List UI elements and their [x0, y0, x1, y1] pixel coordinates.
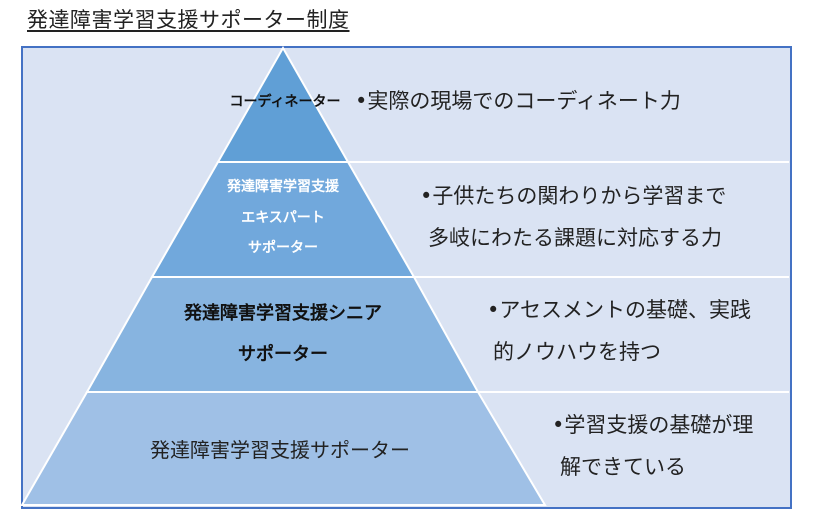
tier-4-name: 発達障害学習支援サポーター [150, 438, 410, 462]
tier-4-description-line: •学習支援の基礎が理 [552, 413, 754, 437]
tier-3-shape [85, 276, 480, 393]
tier-2-name-line: サポーター [248, 240, 318, 256]
tier-3-description-line: 的ノウハウを持つ [493, 340, 661, 364]
tier-2-description-line: 多岐にわたる課題に対応する力 [428, 226, 722, 250]
tier-3-description-line: •アセスメントの基礎、実践 [487, 298, 751, 322]
tier-2-name-line: エキスパート [241, 210, 325, 226]
tier-2-description-line: •子供たちの関わりから学習まで [420, 184, 727, 208]
tier-4-description-line: 解できている [560, 455, 686, 479]
tier-2-name-line: 発達障害学習支援 [227, 179, 339, 195]
tier-3-name-line: サポーター [238, 344, 328, 365]
tier-1-description: •実際の現場でのコーディネート力 [355, 89, 681, 113]
tier-1-name: コーディネーター [229, 94, 341, 110]
tier-3-name-line: 発達障害学習支援シニア [184, 303, 382, 324]
page-title: 発達障害学習支援サポーター制度 [27, 8, 350, 32]
tier-4-shape [20, 391, 547, 506]
